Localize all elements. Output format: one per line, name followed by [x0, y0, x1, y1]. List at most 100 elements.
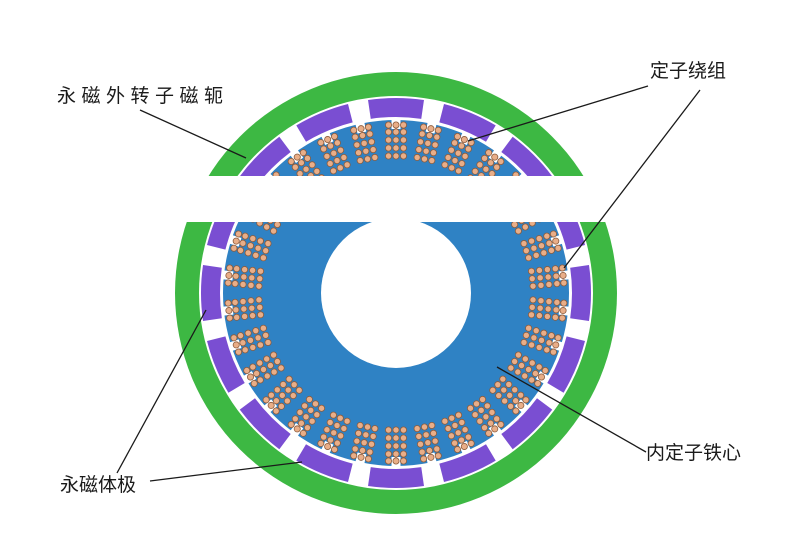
winding-wire: [247, 297, 255, 305]
magnet-pole-segment: [239, 398, 291, 450]
winding-wire: [460, 442, 468, 450]
winding-wire: [535, 312, 543, 320]
winding-wire: [399, 121, 407, 129]
winding-wire: [538, 242, 546, 250]
winding-wire: [240, 273, 248, 281]
winding-wire: [240, 305, 248, 313]
winding-wire: [392, 450, 400, 458]
winding-wire: [290, 381, 298, 389]
winding-wire: [350, 452, 358, 460]
winding-wire: [241, 266, 249, 274]
winding-wire: [448, 164, 456, 172]
winding-wire: [416, 440, 424, 448]
winding-wire: [485, 149, 493, 157]
winding-wire: [264, 240, 272, 248]
winding-wire: [364, 423, 372, 431]
winding-wire: [360, 139, 368, 147]
winding-wire: [355, 429, 363, 437]
winding-wire: [297, 159, 305, 167]
winding-wire: [324, 136, 332, 144]
winding-wire: [488, 170, 496, 178]
winding-wire: [491, 425, 499, 433]
winding-wire: [305, 395, 313, 403]
winding-wire: [543, 266, 551, 274]
winding-wire: [232, 306, 240, 314]
winding-wire: [431, 437, 439, 445]
winding-wire: [427, 125, 435, 133]
winding-wire: [356, 421, 364, 429]
winding-wire: [247, 373, 255, 381]
winding-wire: [487, 419, 495, 427]
winding-wire: [287, 157, 295, 165]
winding-wire: [399, 434, 407, 442]
winding-wire: [364, 123, 372, 131]
leader-line-stator-winding: [467, 85, 649, 142]
winding-wire: [279, 380, 287, 388]
magnet-pole-segment: [439, 444, 496, 483]
winding-wire: [323, 426, 331, 434]
winding-wire: [418, 448, 426, 456]
winding-wire: [495, 392, 503, 400]
winding-wire: [324, 442, 332, 450]
magnet-pole-segment: [501, 398, 553, 450]
winding-wire: [543, 312, 551, 320]
winding-wire: [487, 159, 495, 167]
winding-wire: [392, 442, 400, 450]
winding-wire: [458, 160, 466, 168]
winding-wire: [517, 391, 525, 399]
winding-wire: [493, 415, 501, 423]
winding-wire: [285, 375, 293, 383]
winding-wire: [366, 448, 374, 456]
winding-wire: [273, 386, 281, 394]
winding-wire: [311, 400, 319, 408]
winding-wire: [384, 144, 392, 152]
winding-wire: [559, 271, 567, 279]
winding-wire: [241, 312, 249, 320]
winding-wire: [416, 138, 424, 146]
winding-wire: [233, 313, 241, 321]
winding-wire: [369, 432, 377, 440]
winding-wire: [263, 223, 271, 231]
winding-wire: [246, 242, 254, 250]
winding-wire: [384, 442, 392, 450]
winding-wire: [303, 154, 311, 162]
winding-wire: [333, 139, 341, 147]
winding-wire: [422, 431, 430, 439]
winding-wire: [507, 364, 515, 372]
winding-wire: [447, 432, 455, 440]
winding-wire: [483, 402, 491, 410]
winding-wire: [451, 439, 459, 447]
winding-wire: [537, 373, 545, 381]
winding-wire: [427, 453, 435, 461]
winding-wire: [270, 351, 278, 359]
winding-wire: [241, 232, 249, 240]
winding-wire: [353, 141, 361, 149]
winding-wire: [272, 407, 280, 415]
magnet-pole-segment: [501, 136, 553, 188]
winding-wire: [224, 279, 232, 287]
winding-wire: [392, 136, 400, 144]
magnet-pole-segment: [439, 103, 496, 142]
winding-wire: [263, 372, 271, 380]
winding-wire: [362, 147, 370, 155]
winding-wire: [283, 397, 291, 405]
winding-wire: [340, 153, 348, 161]
winding-wire: [239, 239, 247, 247]
winding-wire: [506, 391, 514, 399]
winding-wire: [545, 339, 553, 347]
winding-wire: [369, 146, 377, 154]
winding-wire: [399, 144, 407, 152]
winding-wire: [543, 232, 551, 240]
winding-wire: [535, 266, 543, 274]
winding-wire: [415, 146, 423, 154]
winding-wire: [256, 237, 264, 245]
winding-wire: [392, 121, 400, 129]
winding-wire: [360, 439, 368, 447]
winding-wire: [441, 161, 449, 169]
winding-wire: [424, 439, 432, 447]
winding-wire: [384, 457, 392, 465]
winding-wire: [530, 244, 538, 252]
winding-wire: [336, 414, 344, 422]
winding-wire: [368, 138, 376, 146]
winding-wire: [552, 237, 560, 245]
